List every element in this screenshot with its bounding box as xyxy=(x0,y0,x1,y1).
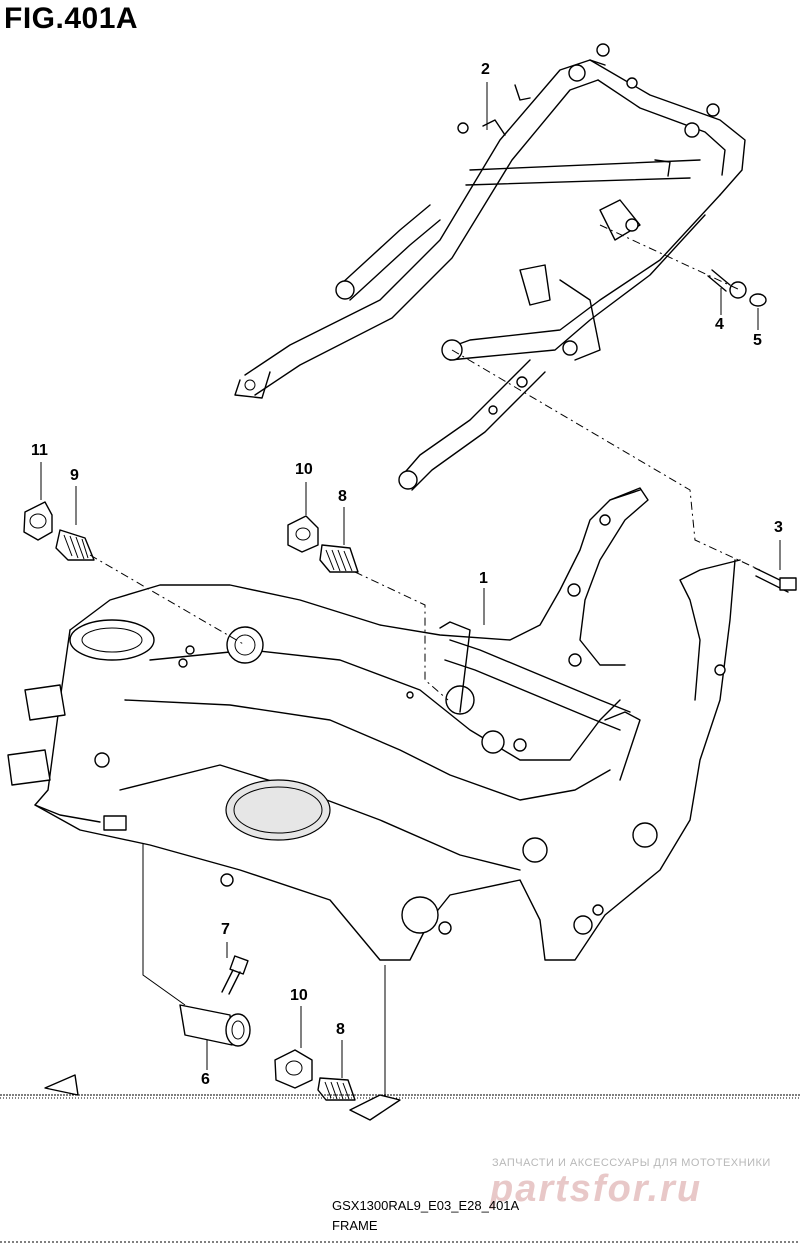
frame-caption: FRAME xyxy=(332,1218,378,1233)
callout-7: 7 xyxy=(221,921,230,938)
callout-8-upper: 8 xyxy=(338,488,347,505)
figure-title: FIG.401A xyxy=(4,2,139,35)
model-code: GSX1300RAL9_E03_E28_401A xyxy=(332,1198,520,1213)
callout-8-lower: 8 xyxy=(336,1021,345,1038)
leader-lines xyxy=(40,82,781,1095)
callout-1: 1 xyxy=(479,570,488,587)
bushing-8-lower xyxy=(317,1077,356,1101)
callout-9: 9 xyxy=(70,467,79,484)
main-frame xyxy=(7,487,741,961)
bolt-4 xyxy=(707,269,747,299)
callout-6: 6 xyxy=(201,1071,210,1088)
callout-10-lower: 10 xyxy=(290,987,308,1004)
callout-3: 3 xyxy=(774,519,783,536)
bolt-3 xyxy=(754,567,797,593)
rear-subframe xyxy=(234,43,746,491)
watermark-logo: PARTSFOR.RU xyxy=(490,1168,703,1210)
callout-10-upper: 10 xyxy=(295,461,313,478)
collar-6 xyxy=(179,1004,251,1047)
nut-11 xyxy=(23,501,53,541)
bushing-8-upper xyxy=(319,544,359,573)
cap-5 xyxy=(749,293,767,307)
nut-10-lower xyxy=(274,1049,313,1089)
bushing-9 xyxy=(55,529,95,561)
callout-4: 4 xyxy=(715,316,724,333)
watermark-tagline: ЗАПЧАСТИ И АКСЕССУАРЫ ДЛЯ МОТОТЕХНИКИ xyxy=(492,1157,771,1169)
callout-2: 2 xyxy=(481,61,490,78)
callout-5: 5 xyxy=(753,332,762,349)
bolt-7 xyxy=(221,955,249,995)
callout-11: 11 xyxy=(31,442,48,459)
bottom-strip xyxy=(0,1074,800,1243)
nut-10-upper xyxy=(287,515,319,553)
